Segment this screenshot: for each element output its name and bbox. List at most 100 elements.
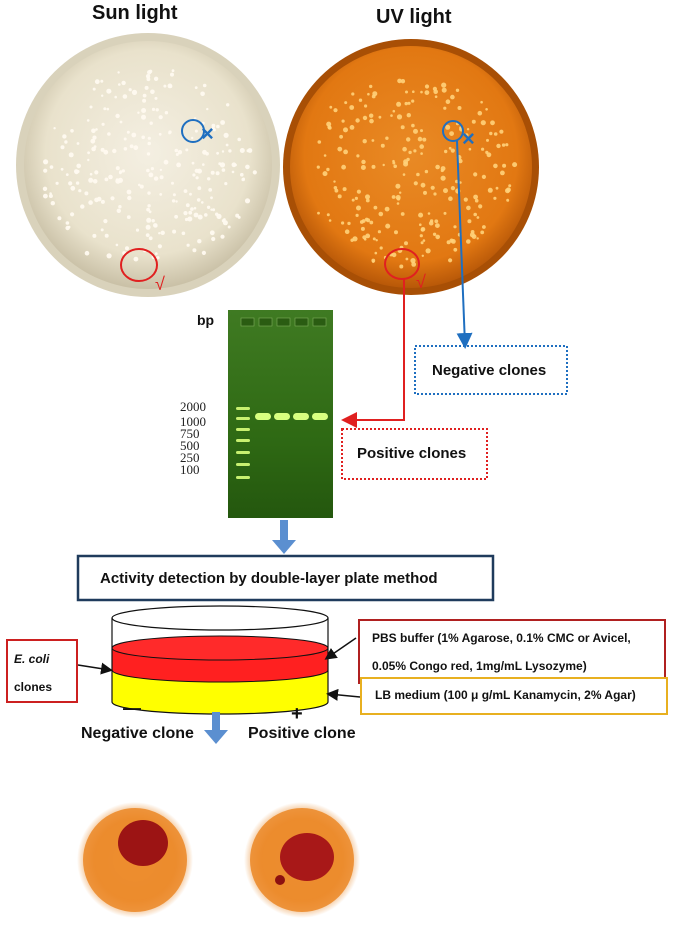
colony-dot [377,230,381,234]
colony-dot [70,185,76,191]
colony-dot [223,132,229,138]
colony-dot [197,239,202,244]
colony-dot [341,221,345,225]
pbs-line-1: PBS buffer (1% Agarose, 0.1% CMC or Avic… [372,631,631,645]
colony-dot [360,165,366,170]
ladder-label-250: 250 [180,450,200,465]
colony-dot [148,172,154,178]
colony-dot [197,186,202,191]
colony-dot [115,113,120,119]
colony-dot [92,135,97,140]
negative-colony-circle-uv [442,120,464,142]
colony-dot [341,164,346,170]
colony-dot [341,119,345,123]
colony-dot [57,216,62,221]
pbs-line-2: 0.05% Congo red, 1mg/mL Lysozyme) [372,659,587,673]
colony-dot [477,110,483,116]
sun-light-plate [16,33,280,297]
colony-dot [448,146,452,150]
colony-dot [406,157,410,162]
colony-dot [242,177,245,180]
colony-dot [100,79,104,83]
colony-dot [356,154,360,158]
colony-dot [252,170,257,175]
colony-dot [100,199,105,204]
colony-dot [423,190,427,195]
colony-dot [125,246,129,251]
colony-dot [158,115,163,120]
colony-dot [75,181,80,185]
colony-dot [49,192,52,195]
colony-dot [380,143,385,148]
colony-dot [222,220,228,226]
colony-dot [176,162,182,168]
colony-dot [453,247,458,252]
colony-dot [433,192,437,196]
colony-dot [482,225,486,229]
colony-dot [505,143,509,147]
colony-dot [379,246,383,250]
colony-dot [220,120,226,125]
colony-dot [378,115,382,119]
colony-dot [351,92,355,96]
colony-dot [108,174,113,180]
colony-dot [207,177,211,181]
colony-dot [347,221,351,226]
colony-dot [60,167,64,171]
colony-dot [114,95,117,99]
colony-dot [202,163,205,166]
colony-dot [119,120,123,124]
colony-dot [138,183,141,187]
colony-dot [88,177,94,183]
colony-dot [87,151,90,155]
colony-dot [476,216,480,219]
colony-dot [360,226,365,231]
colony-dot [448,196,453,201]
colony-dot [356,205,361,211]
ecoli-box [6,639,78,703]
colony-dot [78,189,82,193]
lb-box [360,677,668,715]
colony-dot [192,248,197,253]
colony-dot [463,197,468,202]
colony-dot [344,229,350,234]
colony-dot [420,152,423,155]
colony-dot [329,105,333,109]
colony-dot [175,200,178,203]
colony-dot [163,159,169,165]
colony-dot [326,213,330,217]
colony-dot [137,111,140,114]
lb-arrow [326,688,361,701]
colony-dot [193,206,197,210]
colony-dot [343,127,348,133]
colony-dot [390,114,393,117]
colony-dot [103,219,108,224]
colony-dot [181,231,186,236]
colony-dot [65,225,70,231]
colony-dot [486,152,492,158]
colony-dot [65,221,70,225]
colony-dot [122,94,128,99]
colony-dot [154,224,158,228]
check-mark-uv: √ [416,272,426,292]
colony-dot [369,84,373,89]
colony-dot [354,196,358,200]
colony-dot [118,205,122,209]
colony-dot [371,139,375,142]
colony-dot [183,189,188,194]
colony-dot [123,147,128,151]
colony-dot [158,132,162,136]
colony-dot [411,262,417,267]
colony-dot [408,150,412,155]
colony-dot [343,149,348,155]
colony-dot [92,233,97,238]
colony-dot [384,206,390,212]
colony-dot [133,256,139,262]
ecoli-arrow [77,662,113,675]
colony-dot [43,159,49,165]
colony-dot [88,200,93,205]
colony-dot [172,193,176,197]
colony-dot [211,123,216,128]
colony-dot [471,119,476,124]
